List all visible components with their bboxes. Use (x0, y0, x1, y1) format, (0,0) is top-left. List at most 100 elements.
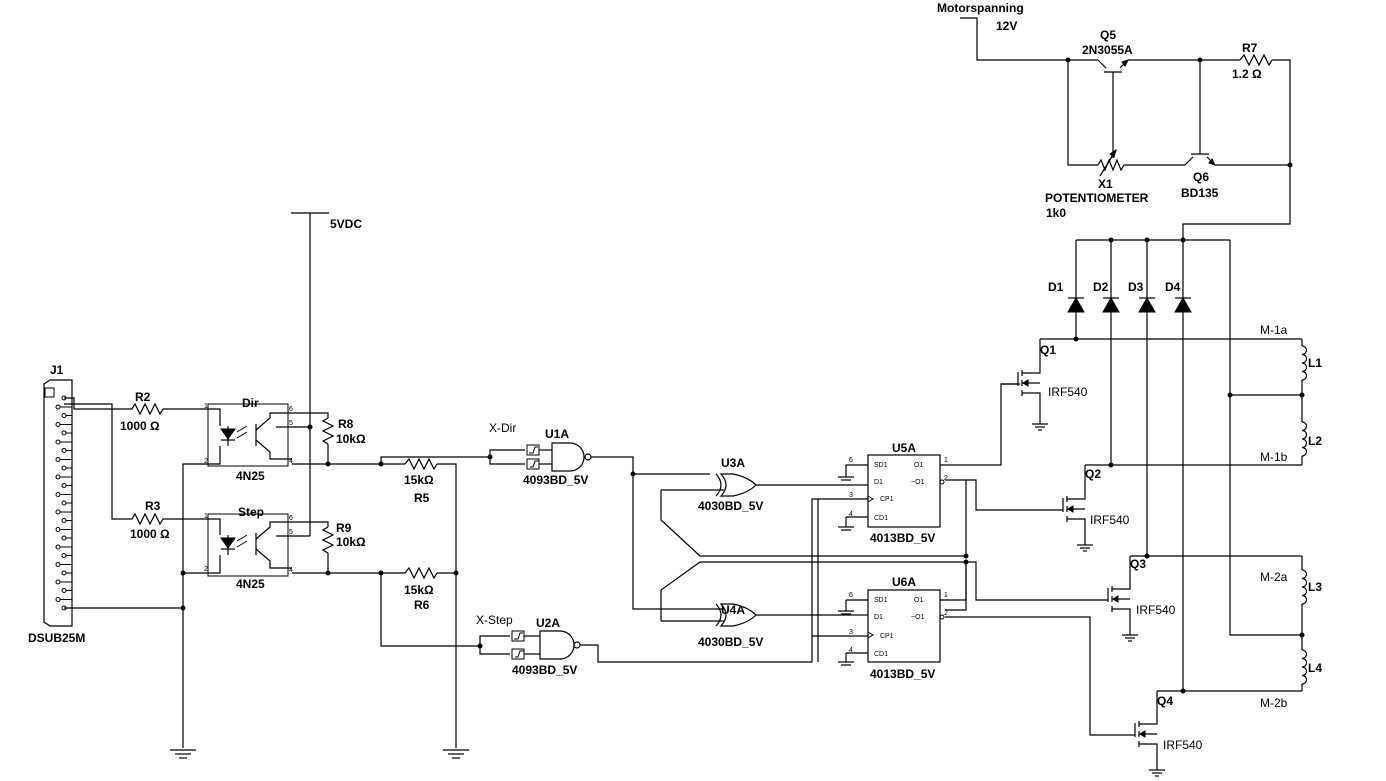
j1-pin (55, 422, 61, 427)
opt-step-value: 4N25 (236, 577, 265, 591)
u4a-value: 4030BD_5V (698, 635, 763, 649)
inductor-l4 (1301, 649, 1308, 685)
motor-supply-value: 12V (996, 19, 1017, 33)
q3-value: IRF540 (1136, 603, 1176, 617)
j1-pin (61, 448, 67, 453)
r3-value: 1000 Ω (130, 527, 170, 541)
q2-value: IRF540 (1090, 513, 1130, 527)
q6-value: BD135 (1181, 186, 1219, 200)
u2a-value: 4093BD_5V (512, 663, 577, 677)
q6-ref: Q6 (1193, 170, 1209, 184)
j1-pin (61, 500, 67, 506)
j1-pin (61, 570, 67, 576)
j1-pin (61, 535, 67, 541)
supply-5vdc: 5VDC (291, 212, 362, 537)
l3-ref: L3 (1308, 580, 1322, 594)
r6-ref: R6 (414, 598, 430, 612)
opt-dir-ref: Dir (242, 396, 259, 410)
wire-xdir (380, 456, 525, 465)
supply-5vdc-label: 5VDC (330, 217, 362, 231)
svg-text:4: 4 (849, 647, 853, 654)
u4a-ref: U4A (721, 603, 745, 617)
svg-text:O1: O1 (914, 462, 923, 469)
u3a-value: 4030BD_5V (698, 499, 763, 513)
net-xstep-label: X-Step (476, 613, 513, 627)
flipflop-u5a: SD1 D1 CP1 CD1 O1 ~O1 6 3 4 1 2 U5A 4013… (817, 383, 1020, 662)
l1-ref: L1 (1308, 356, 1322, 370)
j1-value: DSUB25M (28, 631, 85, 645)
q5-value: 2N3055A (1082, 43, 1133, 57)
q3-ref: Q3 (1130, 557, 1146, 571)
l4-ref: L4 (1308, 661, 1322, 675)
flipflop-u6a: SD1 D1 CP1 CD1 O1 ~O1 6 3 4 1 2 U6A 4013… (811, 498, 948, 681)
q5-ref: Q5 (1100, 28, 1116, 42)
j1-pin (55, 509, 61, 515)
svg-text:CD1: CD1 (874, 651, 888, 658)
svg-text:2: 2 (944, 475, 948, 482)
r8-value: 10kΩ (336, 432, 366, 446)
x1-ref: X1 (1098, 177, 1113, 191)
u5a-value: 4013BD_5V (870, 531, 935, 545)
svg-text:1: 1 (204, 403, 208, 410)
wire-xstep-a (479, 635, 510, 646)
mosfet-q3 (1107, 556, 1138, 642)
svg-text:2: 2 (944, 610, 948, 617)
j1-pin (55, 562, 61, 567)
x1-value: POTENTIOMETER (1045, 191, 1149, 205)
resistor-r2: R2 1000 Ω (120, 390, 221, 433)
gate-u3a: U3A 4030BD_5V (630, 456, 852, 513)
j1-wiring (64, 397, 183, 609)
j1-pin (55, 492, 61, 497)
ground-r5 (443, 749, 469, 759)
r2-ref: R2 (135, 390, 151, 404)
svg-text:5: 5 (289, 529, 293, 536)
j1-pin (61, 483, 67, 488)
q1-ref: Q1 (1040, 343, 1056, 357)
motor-supply-label: Motorspanning (937, 1, 1024, 15)
motor-regulator: Motorspanning 12V Q5 2N3055A R7 1.2 Ω X1… (937, 1, 1293, 240)
svg-text:6: 6 (849, 592, 853, 599)
svg-text:3: 3 (849, 492, 853, 499)
svg-text:SD1: SD1 (874, 462, 888, 469)
wire-xstep-b (479, 646, 510, 655)
svg-text:4: 4 (849, 511, 853, 518)
j1-pin (61, 430, 67, 436)
j1-pin (61, 465, 67, 471)
q1-value: IRF540 (1048, 385, 1088, 399)
j1-pin (61, 588, 67, 593)
d3-ref: D3 (1128, 280, 1144, 294)
resistor-r8: R8 10kΩ (292, 412, 366, 465)
j1-pin (55, 404, 61, 410)
svg-text:D1: D1 (874, 614, 883, 621)
svg-text:D1: D1 (874, 479, 883, 486)
svg-text:4: 4 (289, 458, 293, 465)
diode-d3 (1138, 296, 1156, 313)
wire-xdir-b (489, 449, 525, 457)
mosfets (1001, 339, 1165, 777)
r5-ref: R5 (414, 491, 430, 505)
j1-ref: J1 (50, 363, 64, 377)
net-m2b-label: M-2b (1260, 696, 1288, 710)
svg-text:O1: O1 (914, 597, 923, 604)
mosfet-q4 (1132, 691, 1165, 777)
feedback-wiring (660, 479, 969, 621)
net-m1a-label: M-1a (1260, 323, 1288, 337)
d2-ref: D2 (1093, 280, 1109, 294)
inductor-l1 (1301, 345, 1308, 381)
svg-text:6: 6 (849, 457, 853, 464)
diode-d1 (1067, 296, 1085, 313)
net-m2a-label: M-2a (1260, 570, 1288, 584)
diode-d2 (1102, 296, 1120, 313)
u5a-ref: U5A (892, 441, 916, 455)
svg-text:6: 6 (289, 406, 293, 413)
l2-ref: L2 (1308, 434, 1322, 448)
svg-text:~O1: ~O1 (911, 479, 925, 486)
j1-pin (55, 597, 61, 602)
mosfet-q1 (1001, 339, 1048, 431)
opt-step-ref: Step (238, 505, 264, 519)
optocoupler-dir: Dir 4N25 1 2 6 5 4 (204, 396, 293, 483)
r5-value: 15kΩ (404, 473, 434, 487)
r9-ref: R9 (336, 521, 352, 535)
gate-drive-wiring (940, 479, 1132, 736)
